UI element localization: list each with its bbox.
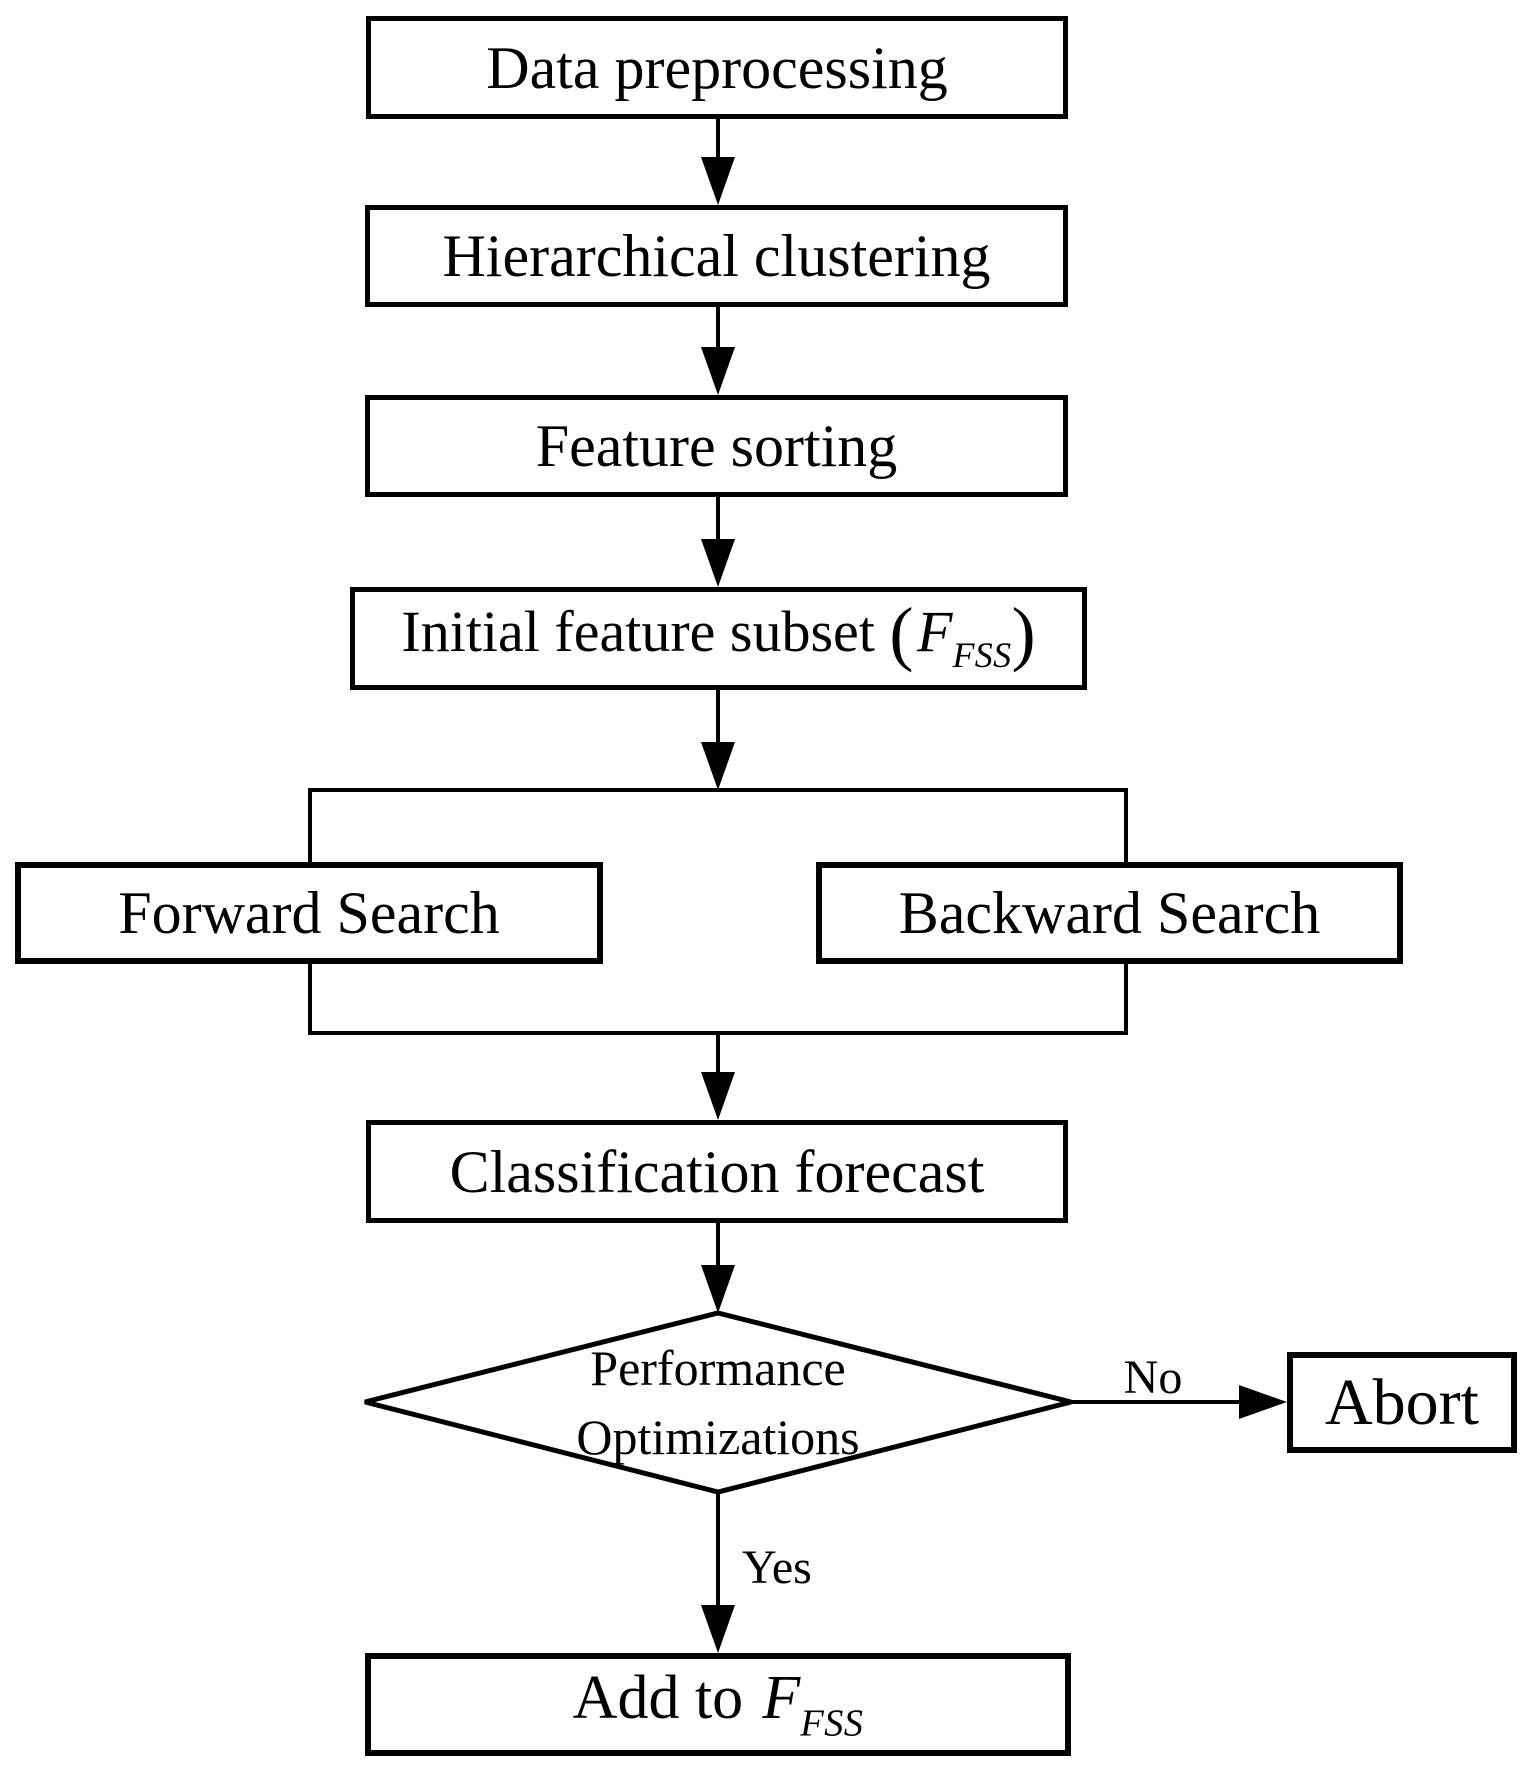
arrow-initial-subset-to-branch xyxy=(701,690,735,790)
initial-subset-prefix: Initial feature subset xyxy=(401,598,890,664)
node-abort-label: Abort xyxy=(1325,1365,1479,1439)
initial-subset-open-paren: ( xyxy=(889,591,914,673)
node-hierarchical-clustering-label: Hierarchical clustering xyxy=(442,223,991,289)
initial-subset-subscript: FSS xyxy=(952,635,1012,676)
arrow-preprocessing-to-clustering xyxy=(701,119,735,205)
arrow-sorting-to-initial-subset xyxy=(701,497,735,587)
branch-merge-bracket xyxy=(308,963,1128,1035)
arrow-classification-to-decision xyxy=(701,1223,735,1313)
arrow-decision-yes-to-add xyxy=(701,1492,735,1653)
add-to-subset-subscript: FSS xyxy=(800,1701,864,1744)
initial-subset-symbol: F xyxy=(917,598,953,664)
node-forward-search-label: Forward Search xyxy=(118,880,500,946)
node-add-to-subset-label: Add to FFSS xyxy=(573,1667,864,1743)
node-data-preprocessing: Data preprocessing xyxy=(366,16,1068,119)
node-initial-feature-subset: Initial feature subset (FFSS) xyxy=(350,587,1087,690)
node-initial-feature-subset-label: Initial feature subset (FFSS) xyxy=(401,596,1035,676)
add-to-subset-symbol: F xyxy=(762,1663,801,1732)
node-feature-sorting-label: Feature sorting xyxy=(535,413,898,479)
arrow-decision-no-to-abort xyxy=(1071,1385,1287,1419)
decision-line2: Optimizations xyxy=(576,1409,860,1465)
edge-label-no: No xyxy=(1123,1351,1183,1404)
arrow-branch-to-classification xyxy=(701,1033,735,1120)
decision-line1: Performance xyxy=(590,1340,846,1396)
node-add-to-subset: Add to FFSS xyxy=(365,1653,1071,1756)
node-forward-search: Forward Search xyxy=(15,862,603,964)
node-hierarchical-clustering: Hierarchical clustering xyxy=(365,205,1068,307)
node-feature-sorting: Feature sorting xyxy=(365,395,1068,497)
node-performance-decision: Performance Optimizations xyxy=(365,1322,1071,1484)
arrow-clustering-to-sorting xyxy=(701,307,735,395)
initial-subset-close-paren: ) xyxy=(1011,591,1036,673)
add-to-subset-prefix: Add to xyxy=(572,1663,759,1732)
node-abort: Abort xyxy=(1287,1352,1517,1453)
node-classification-forecast: Classification forecast xyxy=(366,1120,1068,1223)
node-data-preprocessing-label: Data preprocessing xyxy=(486,34,948,101)
node-backward-search-label: Backward Search xyxy=(898,880,1321,946)
node-backward-search: Backward Search xyxy=(816,862,1403,964)
branch-split-bracket xyxy=(308,788,1128,862)
node-classification-forecast-label: Classification forecast xyxy=(449,1138,985,1205)
edge-label-yes: Yes xyxy=(742,1541,812,1594)
